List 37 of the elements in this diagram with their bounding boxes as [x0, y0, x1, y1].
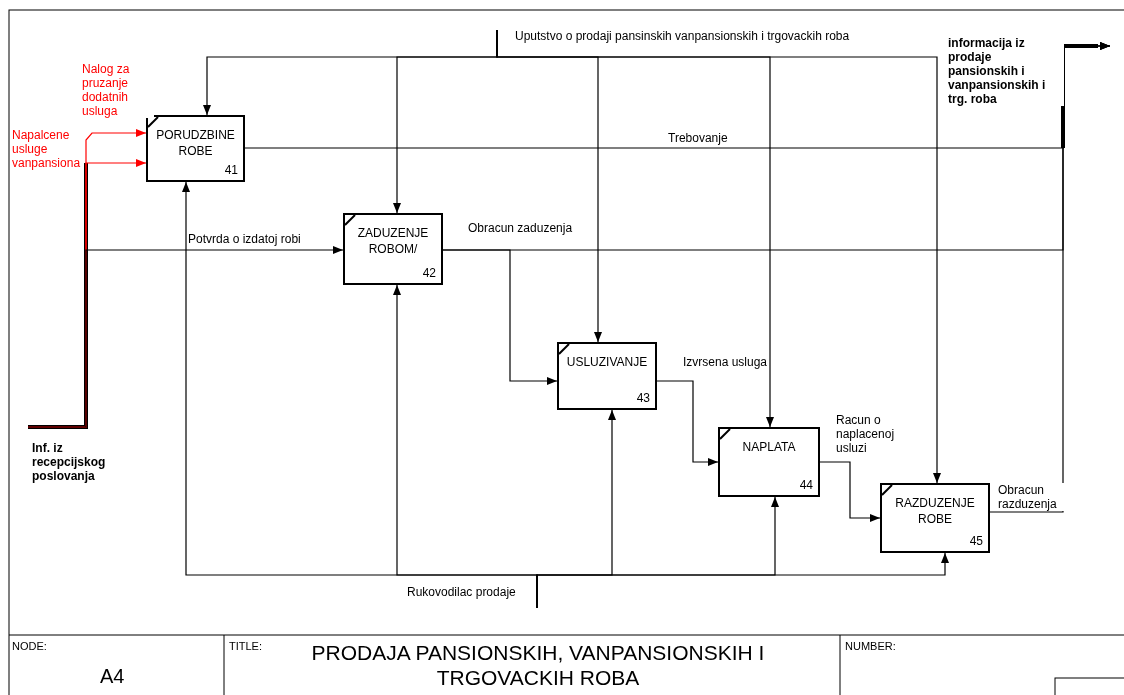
arrow-label: Nalog za pruzanje dodatnih usluga — [82, 62, 154, 118]
output-label: informacija iz prodaje pansionskih i vanpansionskih i trg. roba — [948, 36, 1064, 106]
arrow-label: Izvrsena usluga — [683, 355, 768, 369]
arrow-label: Inf. iz recepcijskog poslovanja — [32, 441, 106, 483]
arrow — [442, 249, 558, 385]
input-trunk-line — [28, 163, 88, 429]
arrow-label: Uputstvo o prodaji pansinskih vanpansionskih i trgovackih roba — [515, 29, 850, 43]
activity-number: 44 — [799, 478, 813, 492]
activity-box — [146, 115, 245, 182]
field-caption: NODE: — [12, 640, 47, 653]
output-trunk-line — [1061, 44, 1098, 148]
activity-box — [880, 483, 990, 553]
activity-name: NAPLATA — [741, 439, 797, 455]
activity-box — [343, 213, 443, 285]
arrow — [536, 552, 949, 609]
field-caption: NUMBER: — [845, 640, 896, 653]
arrow-label: Potvrda o izdatoj robi — [188, 232, 301, 246]
activity-name: USLUZIVANJE — [565, 354, 649, 370]
activity-name: PORUDZBINE ROBE — [155, 127, 236, 159]
arrow-label: Napalcene usluge vanpansiona — [12, 128, 82, 170]
arrow — [819, 461, 881, 522]
arrow — [656, 380, 719, 466]
arrow-label: Trebovanje — [668, 131, 728, 145]
activity-number: 41 — [224, 163, 238, 177]
field-caption: TITLE: — [229, 640, 262, 653]
activity-number: 42 — [422, 266, 436, 280]
arrow — [989, 42, 1111, 513]
arrow-label: Obracun zaduzenja — [468, 221, 573, 235]
activity-number: 43 — [636, 391, 650, 405]
arrow — [27, 246, 344, 428]
activity-box — [557, 342, 657, 410]
activity-number: 45 — [969, 534, 983, 548]
activity-name: ZADUZENJE ROBOM/ — [356, 225, 430, 257]
activity-name: RAZDUZENJE ROBE — [894, 495, 976, 527]
arrow-label: Rukovodilac prodaje — [407, 585, 516, 599]
activity-box — [718, 427, 820, 497]
arrow — [496, 29, 941, 484]
